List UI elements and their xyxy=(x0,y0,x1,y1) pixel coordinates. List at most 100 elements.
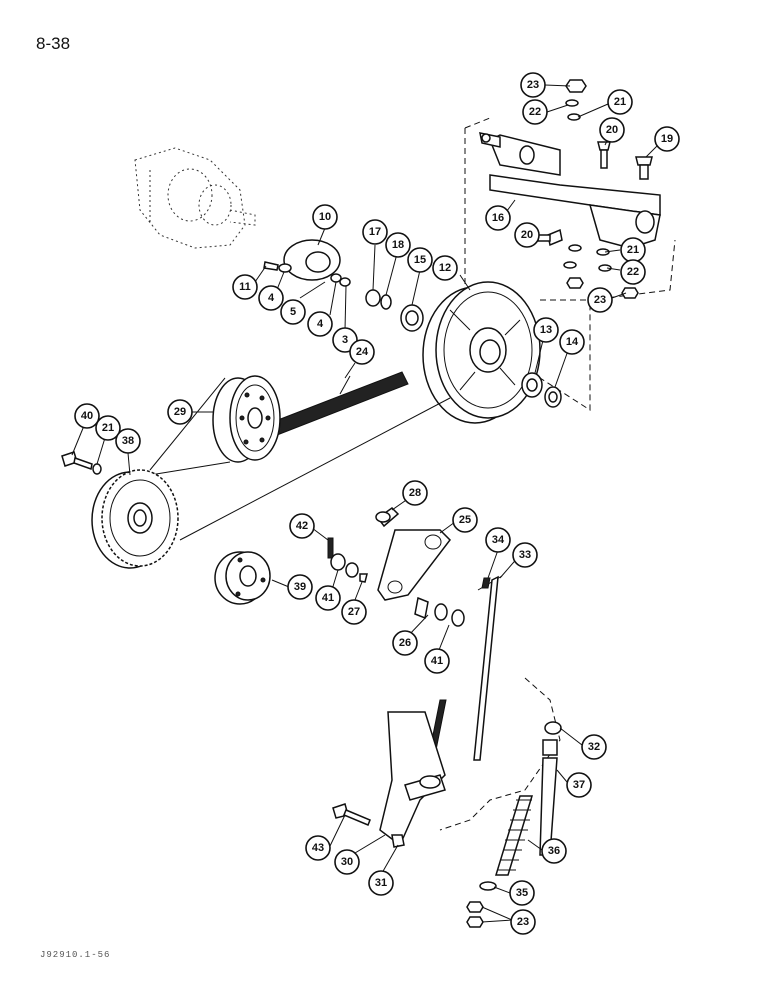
svg-text:37: 37 xyxy=(573,779,585,791)
callout: 21 xyxy=(607,89,633,115)
bracket-bolt xyxy=(332,803,371,826)
idler-arm xyxy=(375,507,465,627)
bearing-set xyxy=(365,289,424,332)
large-pulley xyxy=(422,281,541,424)
svg-text:27: 27 xyxy=(348,606,360,618)
svg-text:28: 28 xyxy=(409,487,421,499)
callout: 34 xyxy=(485,527,511,553)
callout: 37 xyxy=(566,772,592,798)
callout: 26 xyxy=(392,630,418,656)
callout: 5 xyxy=(280,299,306,325)
gearbox-ghost-outline xyxy=(134,147,256,249)
svg-text:31: 31 xyxy=(375,877,387,889)
callout: 23 xyxy=(520,72,546,98)
callout: 4 xyxy=(258,285,284,311)
callout: 29 xyxy=(167,399,193,425)
svg-text:36: 36 xyxy=(548,845,560,857)
svg-text:21: 21 xyxy=(627,244,639,256)
svg-text:21: 21 xyxy=(614,96,626,108)
svg-text:22: 22 xyxy=(529,106,541,118)
callout: 35 xyxy=(509,880,535,906)
callout: 23 xyxy=(587,287,613,313)
svg-text:39: 39 xyxy=(294,581,306,593)
pulley-bearings xyxy=(521,372,562,408)
svg-text:4: 4 xyxy=(317,318,324,330)
drive-hub xyxy=(263,239,351,287)
svg-text:26: 26 xyxy=(399,637,411,649)
callout: 40 xyxy=(74,403,100,429)
svg-text:38: 38 xyxy=(122,435,134,447)
svg-text:20: 20 xyxy=(606,124,618,136)
callout: 30 xyxy=(334,849,360,875)
svg-text:42: 42 xyxy=(296,520,308,532)
callout: 36 xyxy=(541,838,567,864)
callout: 41 xyxy=(424,648,450,674)
callout: 21 xyxy=(95,415,121,441)
bracket-group-outline xyxy=(464,117,676,411)
callout: 24 xyxy=(349,339,375,365)
svg-text:25: 25 xyxy=(459,514,471,526)
callout: 15 xyxy=(407,247,433,273)
callout: 21 xyxy=(620,237,646,263)
svg-text:18: 18 xyxy=(392,239,404,251)
svg-text:20: 20 xyxy=(521,229,533,241)
svg-text:5: 5 xyxy=(290,306,296,318)
svg-text:41: 41 xyxy=(431,655,443,667)
figure-code: J92910.1-56 xyxy=(40,950,111,960)
svg-text:23: 23 xyxy=(527,79,539,91)
callout: 17 xyxy=(362,219,388,245)
callout: 18 xyxy=(385,232,411,258)
callout: 19 xyxy=(654,126,680,152)
svg-text:40: 40 xyxy=(81,410,93,422)
svg-text:43: 43 xyxy=(312,842,324,854)
svg-text:35: 35 xyxy=(516,887,528,899)
svg-text:15: 15 xyxy=(414,254,426,266)
svg-text:3: 3 xyxy=(342,334,348,346)
page-number: 8-38 xyxy=(36,34,71,53)
callout: 22 xyxy=(620,259,646,285)
svg-text:17: 17 xyxy=(369,226,381,238)
svg-text:11: 11 xyxy=(239,281,251,293)
callout: 16 xyxy=(485,205,511,231)
svg-text:24: 24 xyxy=(356,346,369,358)
svg-text:16: 16 xyxy=(492,212,504,224)
callout: 14 xyxy=(559,329,585,355)
svg-text:4: 4 xyxy=(268,292,275,304)
spring-group-outline xyxy=(439,677,561,831)
callout: 20 xyxy=(514,222,540,248)
svg-text:23: 23 xyxy=(517,916,529,928)
callout: 33 xyxy=(512,542,538,568)
svg-text:10: 10 xyxy=(319,211,331,223)
sprocket xyxy=(91,469,179,569)
svg-text:13: 13 xyxy=(540,324,552,336)
svg-text:22: 22 xyxy=(627,266,639,278)
callout: 12 xyxy=(432,255,458,281)
svg-text:30: 30 xyxy=(341,856,353,868)
drive-belt xyxy=(149,377,451,541)
callout: 38 xyxy=(115,428,141,454)
sprocket-bolt xyxy=(61,451,102,475)
callout: 20 xyxy=(599,117,625,143)
svg-text:41: 41 xyxy=(322,592,334,604)
callout: 4 xyxy=(307,311,333,337)
callout: 27 xyxy=(341,599,367,625)
callout: 13 xyxy=(533,317,559,343)
callout: 42 xyxy=(289,513,315,539)
callout: 41 xyxy=(315,585,341,611)
mounting-bracket xyxy=(479,132,661,249)
callout: 32 xyxy=(581,734,607,760)
svg-text:33: 33 xyxy=(519,549,531,561)
callout: 22 xyxy=(522,99,548,125)
drive-shaft xyxy=(263,371,409,438)
svg-text:12: 12 xyxy=(439,262,451,274)
callout-bubbles: 23 22 21 20 19 16 20 21 22 23 10 17 18 1… xyxy=(74,72,680,935)
svg-text:34: 34 xyxy=(492,534,505,546)
svg-text:29: 29 xyxy=(174,406,186,418)
svg-text:19: 19 xyxy=(661,133,673,145)
svg-text:21: 21 xyxy=(102,422,114,434)
callout: 39 xyxy=(287,574,313,600)
svg-text:23: 23 xyxy=(594,294,606,306)
svg-text:14: 14 xyxy=(566,336,579,348)
sprocket-hub xyxy=(214,551,271,605)
